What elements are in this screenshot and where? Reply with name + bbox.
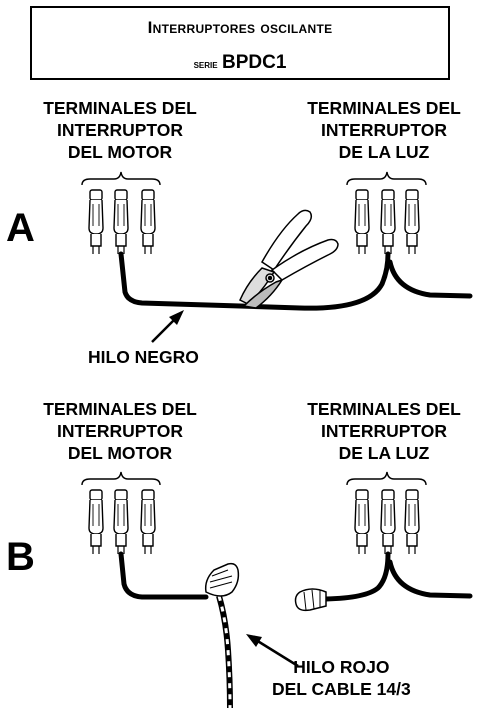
panel-b-motor-label-line: INTERRUPTOR [56, 421, 184, 441]
panel-a-motor-label-line: INTERRUPTOR [56, 120, 184, 140]
panel-b-motor-label: TERMINALES DEL INTERRUPTOR DEL MOTOR [20, 398, 220, 464]
panel-a-light-label-line: DE LA LUZ [338, 142, 430, 162]
panel-a-light-branch [387, 259, 473, 299]
spade-terminal-icon [88, 489, 420, 555]
panel-b-wire-callout-line: DEL CABLE 14/3 [272, 679, 411, 699]
panel-a-light-label-line: INTERRUPTOR [320, 120, 448, 140]
panel-a-black-wire [118, 251, 391, 311]
panel-a-motor-bracket [81, 171, 161, 186]
wire-nut-icon [294, 588, 327, 612]
panel-b-motor-label-line: DEL MOTOR [67, 443, 173, 463]
title-series-prefix: serie [193, 57, 218, 71]
panel-b-light-wire [323, 551, 391, 602]
panel-b-light-bracket [346, 471, 427, 486]
wire-cutter-icon [239, 209, 339, 309]
wire-nut-icon [204, 562, 240, 597]
panel-b-light-label-line: TERMINALES DEL [307, 399, 461, 419]
panel-b-light-label-line: INTERRUPTOR [320, 421, 448, 441]
panel-b-red-wire-stripes [217, 595, 232, 708]
panel-b-motor-label-line: TERMINALES DEL [43, 399, 197, 419]
panel-a-light-bracket [346, 171, 427, 186]
panel-a-light-label-line: TERMINALES DEL [307, 98, 461, 118]
panel-a-letter: A [6, 206, 35, 250]
panel-a-motor-label-line: DEL MOTOR [67, 142, 173, 162]
panel-a-wire-callout: HILO NEGRO [88, 347, 199, 367]
title-model-number: BPDC1 [222, 52, 287, 73]
callout-arrow-icon [151, 310, 184, 343]
title-box: Interruptores oscilante serie BPDC1 [30, 6, 450, 80]
panel-a-motor-label-line: TERMINALES DEL [43, 98, 197, 118]
callout-arrow-icon [246, 634, 299, 668]
panel-b-light-label: TERMINALES DEL INTERRUPTOR DE LA LUZ [284, 398, 482, 464]
panel-b-light-label-line: DE LA LUZ [338, 443, 430, 463]
title-line-2: serie BPDC1 [32, 52, 448, 74]
panel-b-letter: B [6, 535, 35, 579]
panel-b-wire-callout: HILO ROJO DEL CABLE 14/3 [272, 656, 411, 700]
spade-terminal-icon [88, 189, 420, 255]
title-line-1: Interruptores oscilante [147, 18, 333, 37]
panel-b-wire-callout-line: HILO ROJO [293, 657, 390, 677]
panel-a-light-label: TERMINALES DEL INTERRUPTOR DE LA LUZ [284, 97, 482, 163]
panel-b-light-branch [387, 559, 473, 599]
panel-b-motor-wire [118, 551, 209, 600]
panel-b-motor-bracket [81, 471, 161, 486]
panel-a-motor-label: TERMINALES DEL INTERRUPTOR DEL MOTOR [20, 97, 220, 163]
